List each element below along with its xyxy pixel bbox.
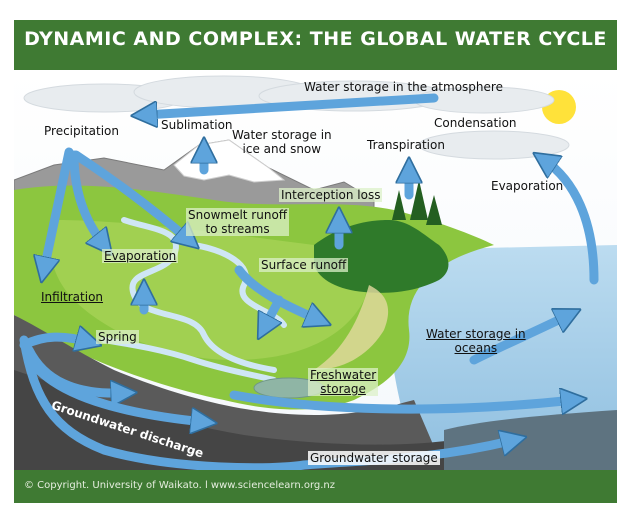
- rock-ocean-floor: [444, 410, 617, 470]
- label-water-storage-oceans: Water storage in oceans: [426, 327, 526, 355]
- label-groundwater-storage: Groundwater storage: [308, 451, 440, 465]
- precipitation-arrow-3: [71, 150, 189, 240]
- surface-runoff-arrow-2: [264, 295, 284, 328]
- label-evaporation-left: Evaporation: [102, 249, 179, 263]
- precipitation-arrow-1: [44, 147, 74, 270]
- water-cycle-card: DYNAMIC AND COMPLEX: THE GLOBAL WATER CY…: [14, 20, 617, 503]
- label-water-storage-atmosphere: Water storage in the atmosphere: [304, 80, 503, 94]
- water-cycle-illustration: [14, 70, 617, 470]
- label-infiltration: Infiltration: [41, 290, 104, 304]
- evaporation-right-arrow: [544, 160, 599, 285]
- label-snowmelt-runoff: Snowmelt runoff to streams: [186, 208, 290, 236]
- label-precipitation: Precipitation: [44, 124, 120, 138]
- label-interception-loss: Interception loss: [279, 188, 383, 202]
- label-evaporation-right: Evaporation: [491, 179, 564, 193]
- forest-trees: [392, 180, 442, 225]
- label-surface-runoff: Surface runoff: [259, 258, 349, 272]
- label-water-storage-ice: Water storage in ice and snow: [232, 128, 332, 156]
- atmosphere-arrow: [144, 93, 439, 115]
- label-sublimation: Sublimation: [161, 118, 233, 132]
- label-condensation: Condensation: [434, 116, 517, 130]
- label-freshwater-storage: Freshwater storage: [308, 368, 379, 396]
- surface-runoff-arrow-1: [234, 265, 319, 320]
- groundwater-arrow-2: [29, 360, 204, 422]
- copyright-footer: © Copyright. University of Waikato. l ww…: [24, 480, 336, 491]
- discharge-arrow: [229, 395, 574, 409]
- forest: [314, 220, 449, 293]
- label-transpiration: Transpiration: [367, 138, 445, 152]
- beach: [314, 285, 389, 370]
- precipitation-arrow-2: [69, 150, 104, 245]
- ocean-storage-arrow: [469, 315, 569, 365]
- diagram-title: DYNAMIC AND COMPLEX: THE GLOBAL WATER CY…: [24, 28, 607, 50]
- spring-arrow: [19, 337, 89, 345]
- label-spring: Spring: [96, 330, 139, 344]
- rock-layer-lower: [14, 370, 474, 470]
